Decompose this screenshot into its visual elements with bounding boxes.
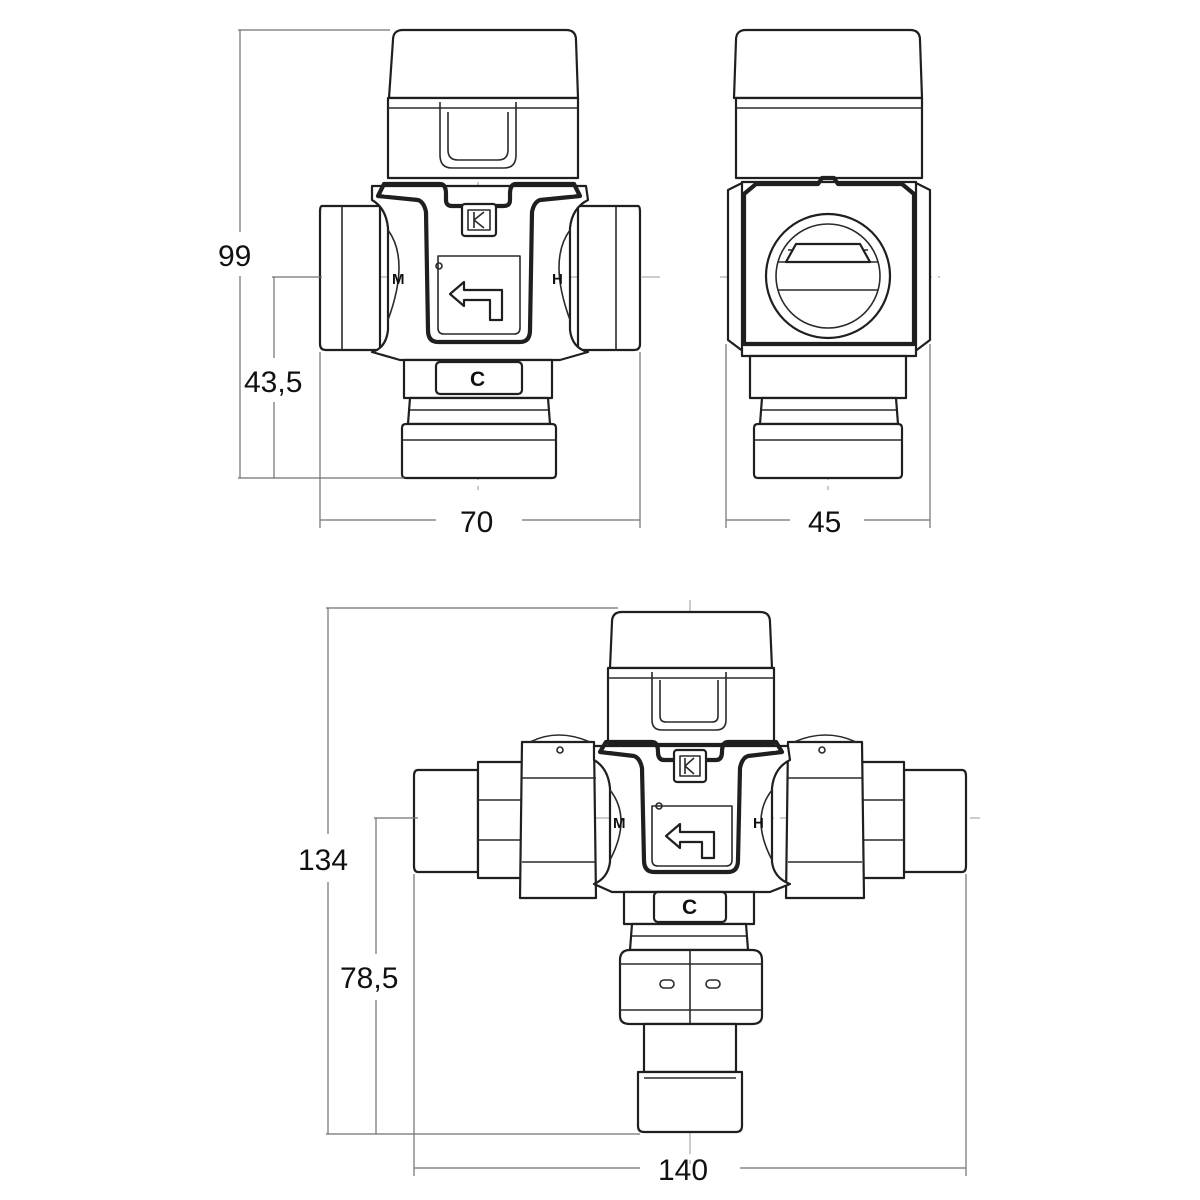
arrow-icon xyxy=(448,280,504,322)
front-dimensions: 99 43,5 70 xyxy=(218,29,641,539)
side-dimensions: 45 xyxy=(725,344,931,539)
port-c-label: C xyxy=(682,896,697,919)
logo-icon xyxy=(672,748,708,784)
dimension-front-width: 70 xyxy=(460,506,493,539)
port-h-label: H xyxy=(552,271,563,288)
valve-assembly-view: M H C xyxy=(400,600,980,1170)
dimension-side-width: 45 xyxy=(808,506,841,539)
dimension-assembly-height: 134 xyxy=(298,844,348,877)
assembly-dimensions: 134 78,5 140 xyxy=(298,607,967,1187)
port-h-label: H xyxy=(753,815,764,832)
valve-side-view xyxy=(720,28,940,490)
port-m-label: M xyxy=(613,815,626,832)
port-c-label: C xyxy=(470,368,485,391)
valve-front-view: M H C xyxy=(300,28,660,490)
port-m-label: M xyxy=(392,271,405,288)
dimension-assembly-width: 140 xyxy=(658,1154,708,1187)
dimension-assembly-inlet-height: 78,5 xyxy=(340,962,398,995)
dimension-front-height: 99 xyxy=(218,240,251,273)
arrow-icon xyxy=(664,822,716,860)
logo-icon xyxy=(460,202,498,238)
dimension-front-inlet-height: 43,5 xyxy=(244,366,302,399)
